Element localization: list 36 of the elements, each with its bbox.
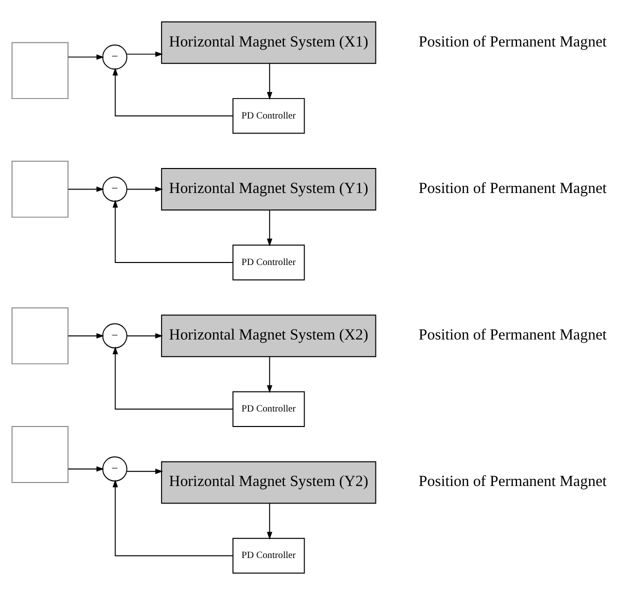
arrow <box>68 333 104 339</box>
arrow <box>68 54 104 60</box>
node-box <box>12 307 68 364</box>
node-circle: − <box>102 176 128 202</box>
arrow <box>112 346 234 410</box>
arrow <box>112 480 234 556</box>
node-box: Horizontal Magnet System (X2) <box>161 314 376 358</box>
node-circle: − <box>102 323 128 348</box>
node-circle: − <box>102 44 128 70</box>
node-label: Position of Permanent Magnet <box>418 473 607 490</box>
arrow <box>266 502 272 540</box>
arrow <box>112 68 234 116</box>
node-box <box>12 160 68 218</box>
arrow <box>266 62 272 100</box>
node-box: Horizontal Magnet System (Y2) <box>161 461 376 504</box>
arrow <box>126 186 163 192</box>
node-label: Position of Permanent Magnet <box>418 180 607 197</box>
node-box <box>12 42 68 100</box>
arrow <box>126 333 163 339</box>
node-box: Horizontal Magnet System (X1) <box>161 21 376 64</box>
arrow <box>126 468 164 474</box>
node-box: PD Controller <box>232 391 305 427</box>
node-label: Position of Permanent Magnet <box>418 326 607 344</box>
node-box: Horizontal Magnet System (Y1) <box>161 168 376 210</box>
node-box: PD Controller <box>232 244 305 280</box>
node-box: PD Controller <box>232 98 305 134</box>
arrow <box>68 466 104 472</box>
arrow <box>112 200 234 264</box>
arrow <box>68 186 104 192</box>
node-box: PD Controller <box>232 538 305 574</box>
arrow <box>126 51 164 57</box>
node-circle: − <box>102 456 128 482</box>
node-label: Position of Permanent Magnet <box>418 33 607 50</box>
node-box <box>12 426 68 483</box>
arrow <box>266 210 272 246</box>
arrow <box>266 356 272 393</box>
